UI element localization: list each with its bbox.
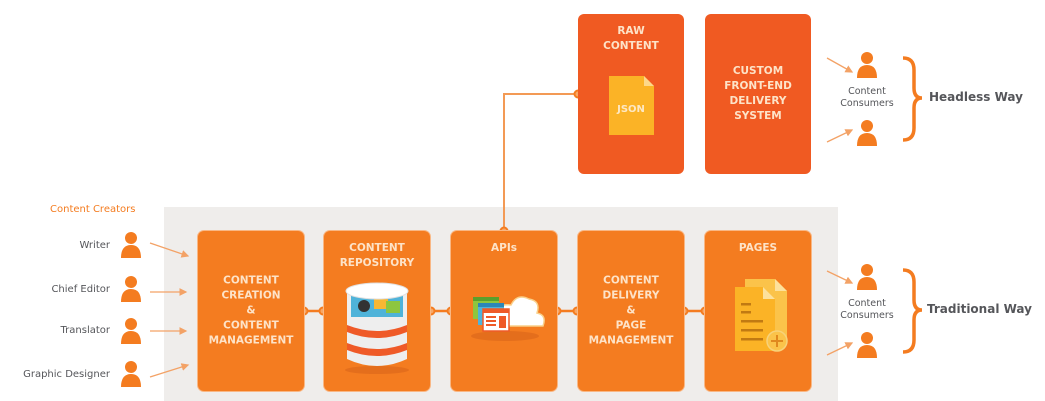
json-file-icon: JSON [609, 76, 654, 135]
box-line: & [246, 304, 256, 317]
content-creators-heading: Content Creators [50, 204, 136, 215]
custom-front-end-delivery-system-box[interactable]: CUSTOM FRONT-END DELIVERY SYSTEM [705, 14, 811, 174]
consumer-label-line: Content [848, 298, 886, 309]
traditional-way-label: Traditional Way [927, 302, 1032, 316]
headless-way-label: Headless Way [929, 90, 1023, 104]
role-writer-label: Writer [79, 240, 110, 251]
pages-box[interactable]: PAGES [705, 231, 811, 391]
role-chief-editor-label: Chief Editor [51, 284, 110, 295]
box-line: SYSTEM [734, 110, 782, 122]
box-line: CUSTOM [732, 65, 784, 77]
person-icon [121, 361, 141, 387]
content-delivery-page-management-box[interactable]: CONTENT DELIVERY & PAGE MANAGEMENT [578, 231, 684, 391]
person-icon [121, 232, 141, 258]
consumer-label-line: Content [848, 86, 886, 97]
headless-consumers-label: Content Consumers [832, 86, 902, 110]
box-line: DELIVERY [729, 95, 787, 107]
headless-brace [902, 56, 923, 142]
database-icon [345, 282, 409, 374]
box-title-line: CONTENT [603, 40, 659, 52]
role-graphic-designer-label: Graphic Designer [23, 369, 110, 380]
consumer-label-line: Consumers [840, 310, 894, 321]
content-repository-box[interactable]: CONTENT REPOSITORY [324, 231, 430, 391]
box-line: MANAGEMENT [588, 334, 674, 347]
box-title-line: PAGES [738, 242, 778, 254]
pages-icon [735, 279, 788, 352]
box-title-line: REPOSITORY [339, 257, 415, 269]
consumer-label-line: Consumers [840, 98, 894, 109]
box-line: FRONT-END [724, 80, 792, 92]
box-title-line: CONTENT [349, 242, 405, 254]
box-line: CONTENT [223, 274, 279, 287]
box-line: PAGE [615, 319, 647, 332]
person-icon [857, 52, 877, 78]
arrow-headless-consumer-1 [826, 57, 854, 73]
person-icon [121, 318, 141, 344]
person-icon [121, 276, 141, 302]
box-line: DELIVERY [602, 289, 660, 302]
apis-box[interactable]: APIs [451, 231, 557, 391]
role-translator-label: Translator [60, 325, 110, 336]
person-icon [857, 120, 877, 146]
box-line: & [626, 304, 636, 317]
arrow-traditional-consumer-1 [826, 270, 854, 284]
arrow-writer [149, 242, 190, 258]
arrow-traditional-consumer-2 [826, 342, 854, 356]
box-line: MANAGEMENT [208, 334, 294, 347]
box-title-line: RAW [617, 25, 645, 37]
box-line: CONTENT [603, 274, 659, 287]
person-icon [857, 332, 877, 358]
raw-content-box[interactable]: RAW CONTENT JSON [578, 14, 684, 174]
box-line: CREATION [221, 289, 281, 302]
content-creation-management-box[interactable]: CONTENT CREATION & CONTENT MANAGEMENT [198, 231, 304, 391]
traditional-brace [902, 268, 923, 354]
json-label: JSON [616, 104, 645, 115]
arrow-graphic-designer [149, 363, 190, 378]
arrow-headless-consumer-2 [826, 129, 854, 143]
box-title-line: APIs [491, 242, 517, 254]
traditional-consumers-label: Content Consumers [832, 298, 902, 322]
cloud-api-icon [471, 296, 545, 341]
box-line: CONTENT [223, 319, 279, 332]
person-icon [857, 264, 877, 290]
